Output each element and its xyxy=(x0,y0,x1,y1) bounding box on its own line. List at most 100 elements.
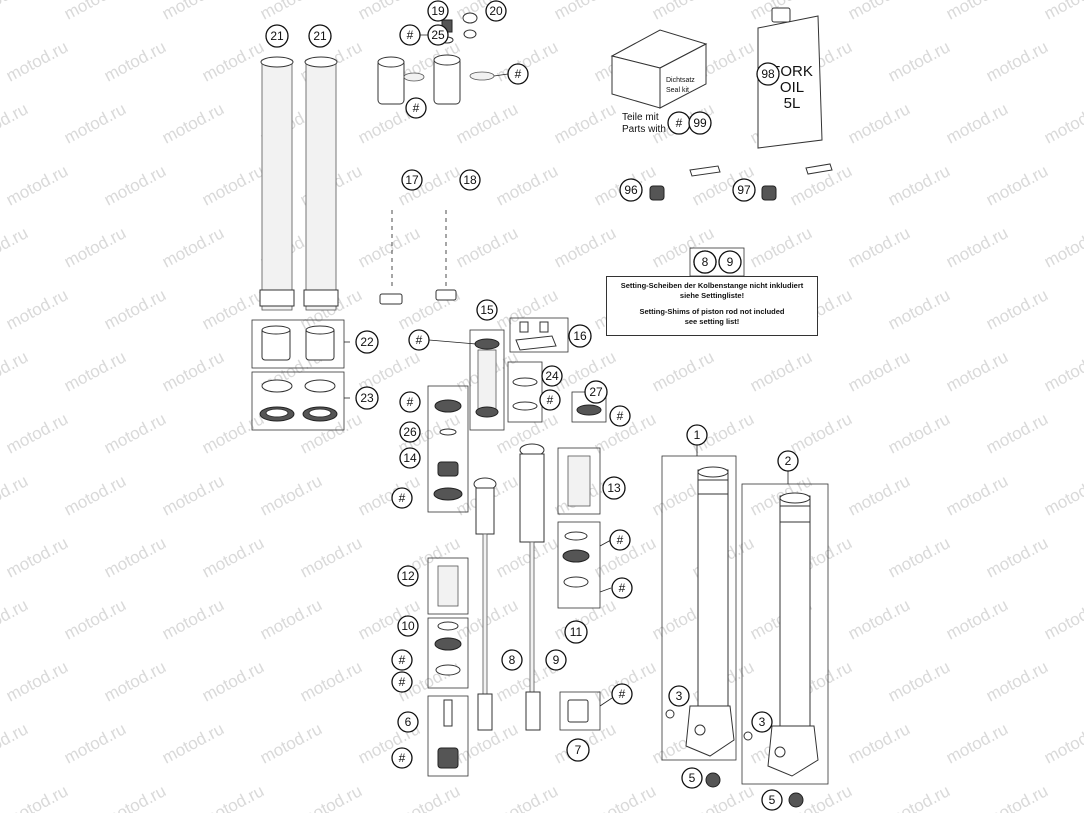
callout-c15: 15 xyxy=(476,299,498,321)
callout-number: 12 xyxy=(401,569,415,583)
bushing-pair xyxy=(261,325,335,361)
callout-number: # xyxy=(399,675,406,689)
callout-number: 2 xyxy=(785,454,792,468)
callout-number: 23 xyxy=(360,391,374,405)
watermark-text: motod.ru xyxy=(257,719,325,767)
watermark-text: motod.ru xyxy=(61,99,129,147)
callout-number: 21 xyxy=(313,29,327,43)
watermark-text: motod.ru xyxy=(199,37,267,85)
callout-c1: 1 xyxy=(686,424,708,446)
group-box-15 xyxy=(469,329,505,431)
callout-number: # xyxy=(407,28,414,42)
callout-number: 9 xyxy=(727,255,734,269)
callout-number: # xyxy=(617,533,624,547)
fastener-set-16 xyxy=(515,321,557,351)
watermark-text: motod.ru xyxy=(101,781,169,813)
watermark-text: motod.ru xyxy=(885,781,953,813)
callout-c8: 8 xyxy=(693,250,717,274)
callout-number: # xyxy=(413,101,420,115)
watermark-text: motod.ru xyxy=(159,0,227,24)
watermark-text: motod.ru xyxy=(551,0,619,24)
watermark-text: motod.ru xyxy=(983,161,1051,209)
watermark-text: motod.ru xyxy=(297,781,365,813)
callout-c9: 9 xyxy=(545,649,567,671)
callout-hash: # xyxy=(391,671,413,693)
base-valve-6 xyxy=(437,699,459,769)
watermark-text: motod.ru xyxy=(591,781,659,813)
group-box-13 xyxy=(557,447,601,515)
watermark-text: motod.ru xyxy=(3,409,71,457)
watermark-text: motod.ru xyxy=(355,0,423,24)
watermark-text: motod.ru xyxy=(3,533,71,581)
watermark-text: motod.ru xyxy=(885,161,953,209)
watermark-text: motod.ru xyxy=(159,347,227,395)
callout-circle xyxy=(397,565,419,587)
callout-c5: 5 xyxy=(681,767,703,789)
callout-number: 11 xyxy=(570,625,583,639)
callout-number: # xyxy=(547,393,554,407)
callout-hash: # xyxy=(399,391,421,413)
callout-c19: 19 xyxy=(427,0,449,22)
watermark-text: motod.ru xyxy=(101,161,169,209)
callout-circle xyxy=(399,391,421,413)
group-box-2 xyxy=(741,483,829,785)
callout-number: 14 xyxy=(403,451,417,465)
watermark-text: motod.ru xyxy=(3,37,71,85)
group-box-23 xyxy=(251,371,345,431)
watermark-text: motod.ru xyxy=(747,347,815,395)
callout-number: 96 xyxy=(624,183,638,197)
callout-circle xyxy=(397,711,419,733)
callout-number: 3 xyxy=(676,689,683,703)
callout-hash: # xyxy=(408,329,430,351)
fork-oil-line-2: OIL xyxy=(780,79,804,96)
callout-number: 24 xyxy=(545,369,559,383)
watermark-text: motod.ru xyxy=(943,595,1011,643)
callout-circle xyxy=(761,789,783,811)
watermark-text: motod.ru xyxy=(453,99,521,147)
callout-circle xyxy=(568,324,592,348)
watermark-text: motod.ru xyxy=(257,0,325,24)
callout-c21: 21 xyxy=(265,24,289,48)
watermark-text: motod.ru xyxy=(0,99,31,147)
watermark-text: motod.ru xyxy=(845,719,913,767)
callout-number: 10 xyxy=(401,619,415,633)
watermark-text: motod.ru xyxy=(1041,719,1084,767)
fork-oil-can: FORK OIL 5L xyxy=(757,7,823,149)
callout-circle xyxy=(405,97,427,119)
setting-note-de-line1: Setting-Scheiben der Kolbenstange nicht … xyxy=(620,281,804,290)
watermark-text: motod.ru xyxy=(3,657,71,705)
callout-number: 18 xyxy=(463,173,477,187)
callout-circle xyxy=(566,738,590,762)
callout-circle xyxy=(501,649,523,671)
callout-number: 99 xyxy=(693,116,707,130)
callout-hash: # xyxy=(391,747,413,769)
callout-circle xyxy=(507,63,529,85)
watermark-text: motod.ru xyxy=(257,471,325,519)
group-box-7 xyxy=(559,691,601,731)
callout-circle xyxy=(681,767,703,789)
watermark-text: motod.ru xyxy=(551,223,619,271)
watermark-text: motod.ru xyxy=(61,223,129,271)
callout-circle xyxy=(751,711,773,733)
watermark-text: motod.ru xyxy=(845,471,913,519)
callout-number: # xyxy=(619,581,626,595)
callout-circle xyxy=(391,671,413,693)
watermark-text: motod.ru xyxy=(61,471,129,519)
watermark-text: motod.ru xyxy=(943,347,1011,395)
callout-number: 5 xyxy=(689,771,696,785)
group-box-10 xyxy=(427,617,469,689)
watermark-text: motod.ru xyxy=(355,471,423,519)
watermark-text: motod.ru xyxy=(0,223,31,271)
group-box-24 xyxy=(507,361,543,423)
outer-tube-right xyxy=(303,56,339,311)
watermark-text: motod.ru xyxy=(885,657,953,705)
callout-circle xyxy=(355,386,379,410)
callout-number: # xyxy=(399,653,406,667)
callout-number: # xyxy=(399,491,406,505)
nut-3b xyxy=(743,731,753,741)
callout-circle xyxy=(391,747,413,769)
callout-c24: 24 xyxy=(541,365,563,387)
spacer-18 xyxy=(435,289,457,301)
callout-number: 19 xyxy=(431,4,445,18)
